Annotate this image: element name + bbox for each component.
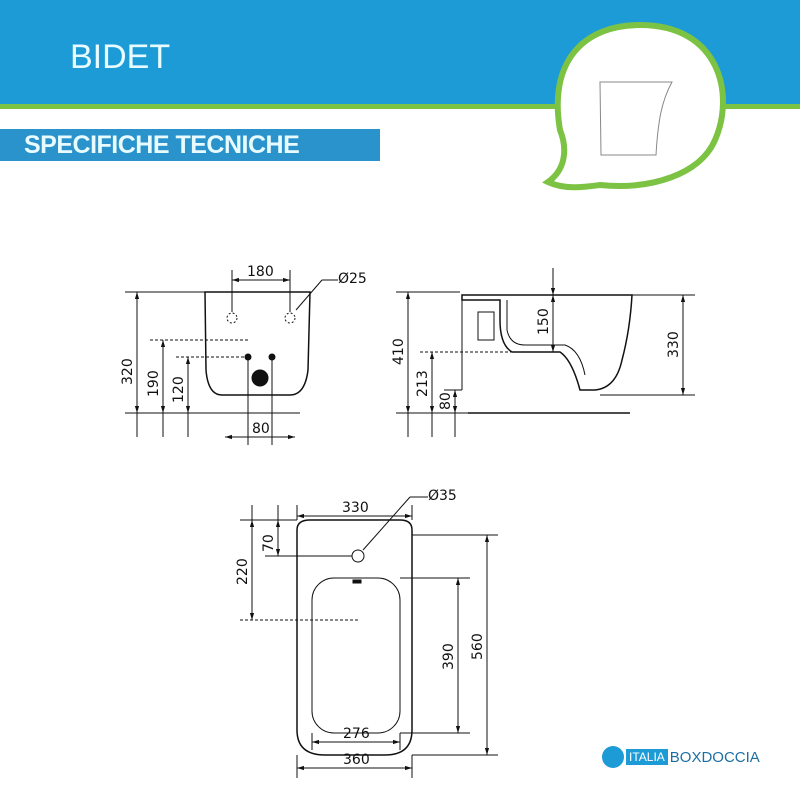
bidet-icon	[599, 81, 673, 156]
dim-front-80: 80	[252, 421, 270, 437]
page-title: BIDET	[70, 38, 171, 76]
dim-top-70: 70	[261, 534, 277, 552]
dim-top-390: 390	[441, 643, 457, 670]
dim-top-330: 330	[342, 500, 369, 516]
dim-side-213: 213	[415, 370, 431, 397]
dim-top-360: 360	[343, 752, 370, 768]
product-bubble	[542, 21, 726, 191]
dim-front-190: 190	[146, 370, 162, 397]
dim-top-220: 220	[235, 558, 251, 585]
logo-boxdoccia: BOXDOCCIA	[669, 748, 760, 766]
dim-top-560: 560	[470, 633, 486, 660]
logo-italia: ITALIA	[626, 749, 668, 765]
front-view	[125, 270, 338, 445]
dim-top-276: 276	[343, 726, 370, 742]
dim-front-120: 120	[171, 376, 187, 403]
section-subtitle: SPECIFICHE TECNICHE	[0, 129, 380, 161]
side-view	[396, 268, 695, 437]
top-view	[240, 496, 498, 778]
dim-side-150: 150	[536, 308, 552, 335]
dim-side-410: 410	[391, 338, 407, 365]
dim-front-d25: Ø25	[338, 271, 367, 287]
water-drop-icon	[602, 746, 624, 768]
dim-side-80: 80	[438, 392, 454, 410]
dim-top-d35: Ø35	[428, 488, 457, 504]
dim-side-330: 330	[666, 331, 682, 358]
dim-front-180: 180	[247, 264, 274, 280]
dim-front-320: 320	[120, 358, 136, 385]
brand-logo: ITALIA BOXDOCCIA	[602, 746, 760, 768]
